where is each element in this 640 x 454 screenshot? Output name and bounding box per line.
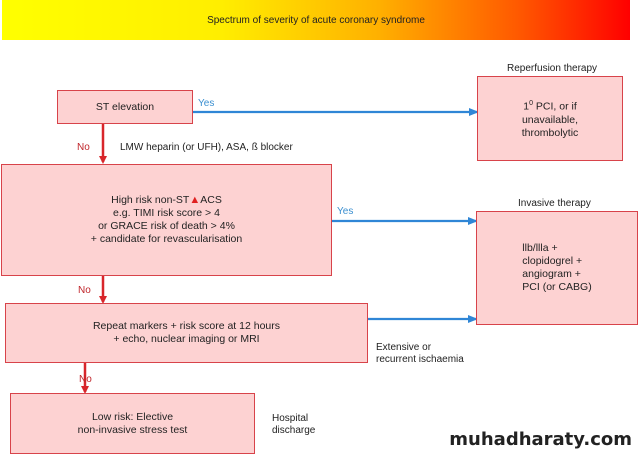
- no-label-st: No: [77, 142, 90, 153]
- low-risk-line2: non-invasive stress test: [77, 423, 188, 436]
- no-label-repeat: No: [79, 374, 92, 385]
- reperfusion-degree: 0: [529, 100, 533, 108]
- repeat-line1: Repeat markers + risk score at 12 hours: [92, 320, 281, 332]
- reperfusion-title: Reperfusion therapy: [507, 63, 598, 74]
- invasive-line1: llb/llla +: [522, 242, 558, 254]
- high-risk-line1b: ACS: [200, 194, 222, 206]
- low-risk-line1: Low risk: Elective: [91, 410, 174, 423]
- medication-label: LMW heparin (or UFH), ASA, ß blocker: [120, 142, 293, 153]
- yes-label-highrisk: Yes: [337, 206, 354, 217]
- invasive-line4: PCI (or CABG): [522, 281, 592, 293]
- high-risk-line4: + candidate for revascularisation: [90, 233, 243, 245]
- title-banner: Spectrum of severity of acute coronary s…: [2, 0, 630, 40]
- reperfusion-box: 10 PCI, or if unavailable, thrombolytic: [477, 76, 623, 161]
- high-risk-box: High risk non-ST▲ACS e.g. TIMI risk scor…: [1, 164, 332, 276]
- ischaemia-line2: recurrent ischaemia: [376, 354, 464, 365]
- invasive-line2: clopidogrel +: [522, 255, 583, 267]
- ischaemia-line1: Extensive or: [376, 342, 432, 353]
- discharge-line2: discharge: [272, 425, 316, 436]
- reperfusion-one: 1: [523, 100, 530, 113]
- invasive-box: llb/llla + clopidogrel + angiogram + PCI…: [476, 211, 638, 325]
- yes-label-st: Yes: [198, 98, 215, 109]
- reperfusion-line3: thrombolytic: [521, 126, 579, 139]
- no-label-highrisk: No: [78, 285, 91, 296]
- ischaemia-label: Extensive or recurrent ischaemia: [376, 342, 464, 366]
- watermark: muhadharaty.com: [449, 429, 632, 450]
- high-risk-line3: or GRACE risk of death > 4%: [98, 220, 235, 232]
- reperfusion-line2: unavailable,: [521, 113, 579, 126]
- discharge-line1: Hospital: [272, 413, 309, 424]
- st-elevation-text: ST elevation: [95, 100, 155, 113]
- invasive-line3: angiogram +: [522, 268, 581, 280]
- reperfusion-line1: PCI, or if: [532, 100, 577, 113]
- banner-title: Spectrum of severity of acute coronary s…: [207, 14, 425, 26]
- repeat-markers-box: Repeat markers + risk score at 12 hours …: [5, 303, 368, 363]
- elevation-arrow-icon: ▲: [189, 194, 201, 206]
- discharge-label: Hospital discharge: [272, 413, 315, 437]
- repeat-line2: + echo, nuclear imaging or MRI: [113, 333, 260, 345]
- low-risk-box: Low risk: Elective non-invasive stress t…: [10, 393, 255, 454]
- st-elevation-box: ST elevation: [57, 90, 193, 124]
- high-risk-line2: e.g. TIMI risk score > 4: [113, 207, 220, 219]
- invasive-title: Invasive therapy: [518, 198, 591, 209]
- high-risk-line1a: High risk non-ST: [111, 194, 190, 206]
